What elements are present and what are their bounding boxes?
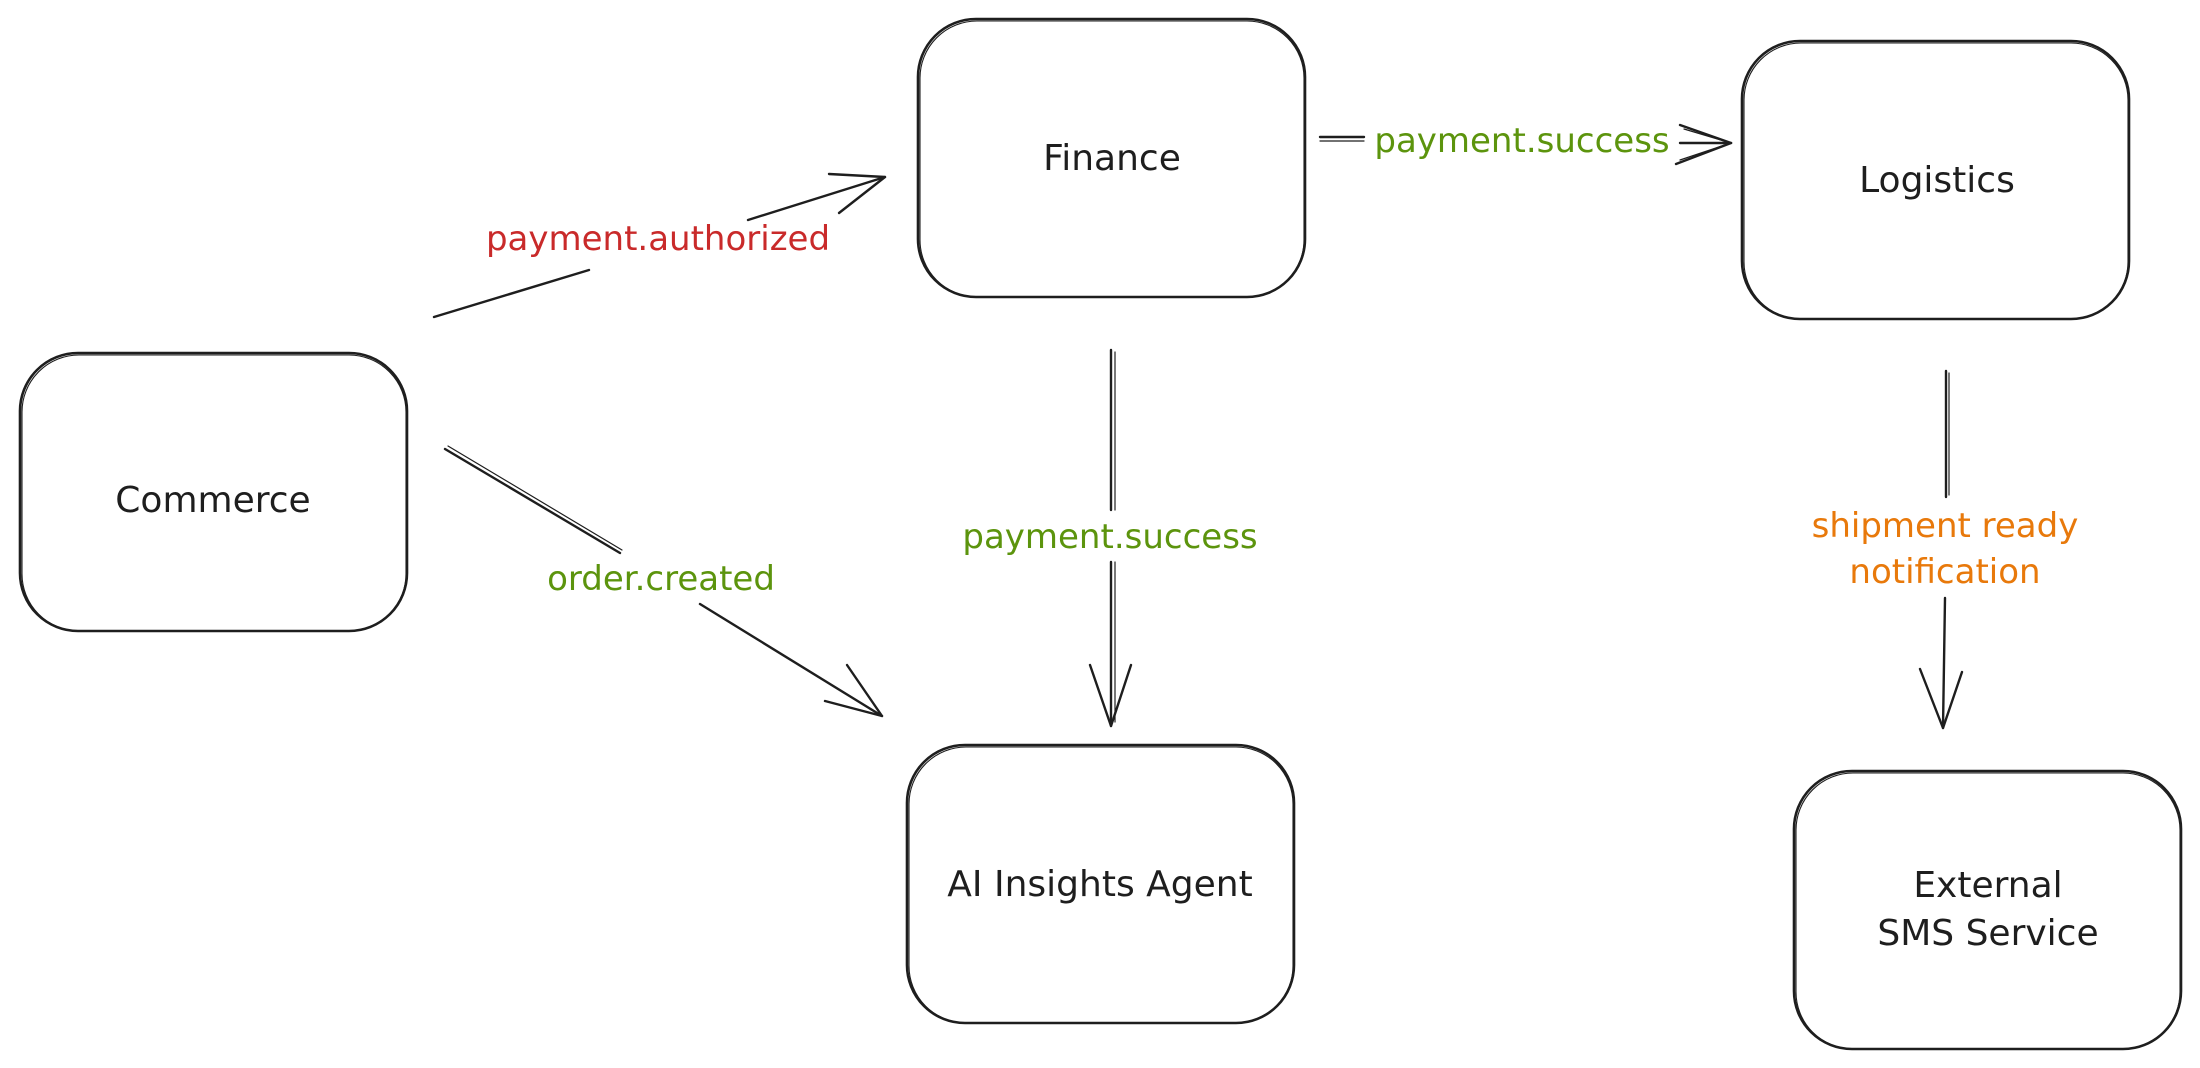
- edge-commerce-to-ai-insights[interactable]: order.created: [443, 445, 884, 718]
- edge-finance-to-ai-insights[interactable]: payment.success: [962, 348, 1258, 728]
- edge-finance-to-logistics[interactable]: payment.success: [1318, 121, 1733, 166]
- edge-logistics-to-sms[interactable]: shipment ready notification: [1812, 369, 2079, 730]
- arrowhead-icon: [827, 172, 887, 215]
- edge-label-line1: shipment ready: [1812, 506, 2079, 546]
- edge-label: payment.success: [962, 517, 1257, 557]
- node-logistics[interactable]: Logistics: [1740, 39, 2131, 321]
- node-label: Commerce: [115, 480, 310, 521]
- node-finance[interactable]: Finance: [916, 17, 1307, 299]
- node-label-line2: SMS Service: [1877, 913, 2098, 954]
- node-label-line1: External: [1913, 865, 2062, 906]
- arrowhead-icon: [823, 663, 884, 718]
- arrowhead-icon: [1918, 667, 1964, 730]
- arrowhead-icon: [1088, 663, 1133, 728]
- node-label: Finance: [1043, 138, 1181, 179]
- edge-commerce-to-finance[interactable]: payment.authorized: [432, 172, 887, 319]
- edge-label: order.created: [547, 559, 775, 599]
- edge-label-line2: notification: [1849, 552, 2040, 592]
- node-commerce[interactable]: Commerce: [18, 351, 409, 633]
- node-label: Logistics: [1859, 160, 2015, 201]
- node-label: AI Insights Agent: [947, 864, 1252, 905]
- edge-label: payment.authorized: [486, 219, 830, 259]
- node-external-sms-service[interactable]: External SMS Service: [1792, 769, 2183, 1051]
- node-ai-insights-agent[interactable]: AI Insights Agent: [905, 743, 1296, 1025]
- edge-label: payment.success: [1374, 121, 1669, 161]
